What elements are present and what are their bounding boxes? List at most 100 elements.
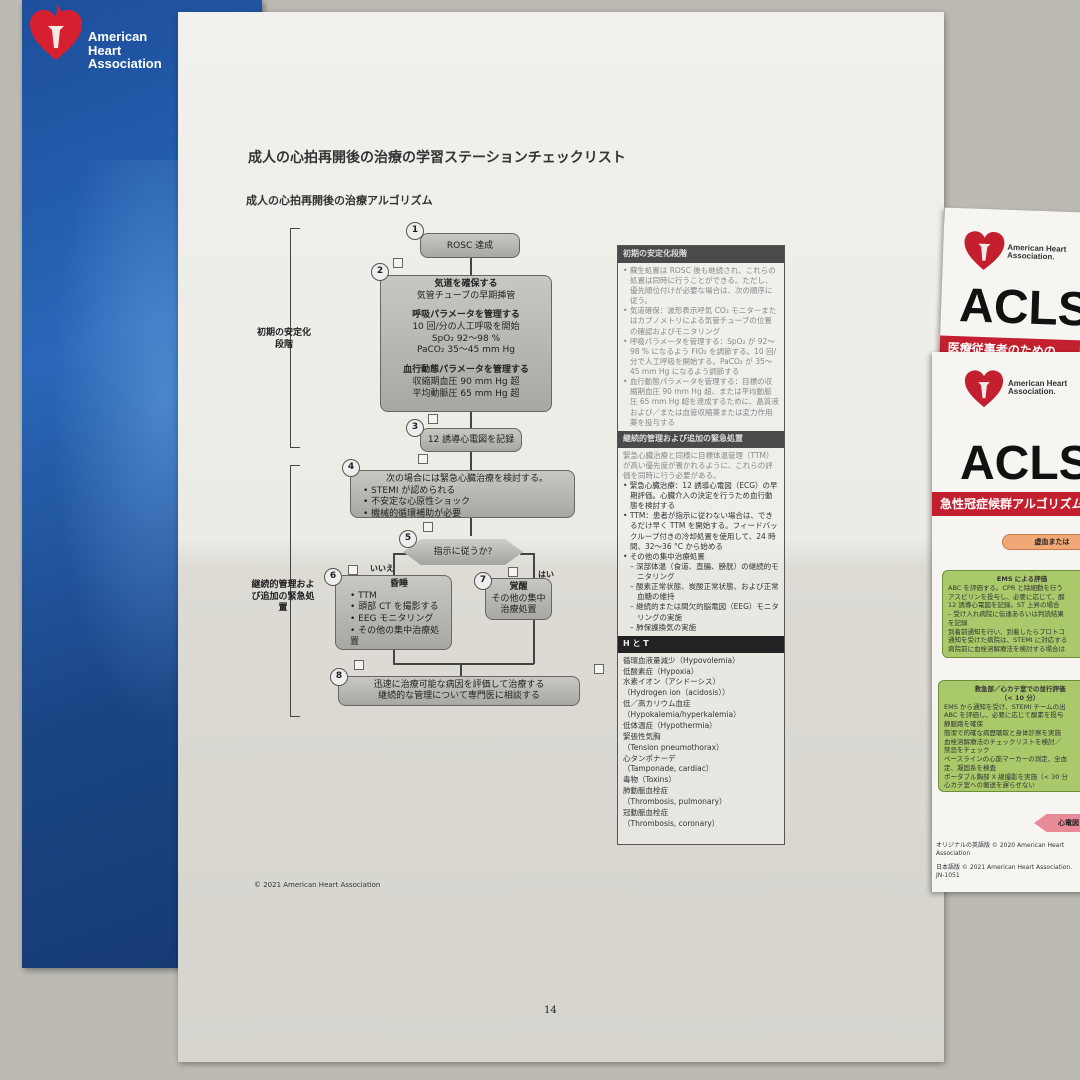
step-8-evaluate-consult-box: 迅速に治療可能な病因を評価して治療する 継続的な管理について専門医に相談する [338, 676, 580, 706]
initial-stabilization-header: 初期の安定化段階 [618, 246, 784, 263]
ems-assessment-box: EMS による評価 ABC を評価する。CPR と除細動を行うアスピリンを投与し… [942, 570, 1080, 658]
booklet-copyright-original: オリジナルの英語版 © 2020 American Heart Associat… [936, 842, 1065, 857]
initial-phase-label: 初期の安定化段階 [256, 328, 311, 350]
aha-logo-text: American Heart Association. [1008, 379, 1068, 397]
h-and-t-item: （Tamponade, cardiac） [623, 764, 714, 774]
ems-item: アスピリンを投与し、必要に応じて、酸 [948, 592, 1065, 601]
algorithm-title: 成人の心拍再開後の治療アルゴリズム [246, 194, 433, 207]
ed-box-title: 救急部／心カテ室での並行評価 [974, 685, 1066, 693]
comatose-action-item: EEG モニタリング [350, 614, 448, 626]
step-4-criteria-list: STEMI が認められる不安定な心原性ショック機械的循環補助が必要 [363, 486, 571, 521]
h-and-t-item: （Tension pneumothorax） [623, 742, 724, 752]
acls-booklet-back: American Heart Association. ACLS 医療従事者のた… [939, 207, 1080, 363]
acls-title: ACLS [960, 437, 1080, 490]
step-7-awake-box: 覚醒 その他の集中治療処置 [485, 578, 552, 620]
initial-stabilization-list: 蘇生処置は ROSC 後も継続され、これらの処置は同時に行うことができる。ただし… [623, 266, 779, 428]
step-6-number: 6 [324, 568, 342, 586]
ed-item: 静脈路を確保 [944, 720, 983, 729]
h-and-t-item: 水素イオン（アシドーシス） [623, 677, 721, 687]
connector-line [533, 620, 535, 664]
acls-acs-algorithm-booklet: American Heart Association. ACLS 急性冠症候群ア… [932, 352, 1080, 892]
ed-item: 定、凝固系を検査 [944, 763, 996, 772]
connector-line [520, 553, 534, 555]
awake-text: その他の集中治療処置 [491, 593, 546, 616]
h-and-t-list: 循環血液量減少（Hypovolemia）低酸素症（Hypoxia）水素イオン（ア… [618, 653, 784, 833]
h-and-t-item: 循環血液量減少（Hypovolemia） [623, 655, 740, 665]
step-1-number: 1 [406, 222, 424, 240]
step-8-number: 8 [330, 668, 348, 686]
connector-line [470, 452, 472, 470]
ems-item: 通知を受けた病院は、STEMI に対応する [948, 636, 1068, 645]
ht-checkbox[interactable] [594, 664, 604, 674]
h-and-t-item: （Hypokalemia/hyperkalemia） [623, 710, 741, 720]
ongoing-phase-label: 継続的管理および追加の緊急処置 [251, 580, 315, 614]
comatose-action-item: TTM [350, 591, 448, 603]
ischemia-flow-box: 虚血または [1002, 534, 1080, 550]
h-and-t-item: （Thrombosis, coronary） [623, 818, 720, 828]
ems-item: – 受け入れ病院に伝達あるいは判読結果 [948, 610, 1064, 619]
initial-stabilization-item: 血行動態パラメータを管理する：目標の収縮期血圧 90 mm Hg 超、または平均… [623, 377, 779, 428]
connector-line [460, 663, 462, 676]
respiratory-rate: 10 回/分の人工呼吸を開始 [412, 322, 520, 333]
sbp-target: 収縮期血圧 90 mm Hg 超 [412, 376, 520, 387]
airway-text: 気管チューブの早期挿管 [416, 290, 516, 301]
ed-item: 簡潔で的確な病歴聴取と身体診察を実施 [944, 728, 1061, 737]
ed-item: 血栓溶解療法のチェックリストを検討／ [944, 737, 1061, 746]
ems-box-title: EMS による評価 [996, 575, 1048, 583]
aha-logo-text: American Heart Association. [1006, 242, 1067, 262]
connector-line [470, 412, 472, 428]
connector-line [470, 257, 472, 275]
h-and-t-item: 緊張性気胸 [623, 731, 661, 741]
step-6-checkbox[interactable] [348, 565, 358, 575]
ed-item: EMS から通知を受け、STEMI チームの出 [944, 702, 1066, 711]
comatose-action-item: 頭部 CT を撮影する [350, 602, 448, 614]
airway-heading: 気道を確保する [434, 279, 498, 289]
step-8-checkbox[interactable] [354, 660, 364, 670]
page-number: 14 [544, 1005, 557, 1016]
comatose-heading: 昏睡 [389, 579, 408, 589]
initial-phase-bracket [290, 228, 300, 448]
h-and-t-item: （Hydrogen ion（acidosis）） [623, 688, 730, 698]
awake-heading: 覚醒 [509, 582, 528, 592]
spo2-target: SpO₂ 92～98 % [431, 333, 501, 344]
step-7-number: 7 [474, 572, 492, 590]
step-8-line2: 継続的な管理について専門医に相談する [378, 691, 540, 702]
ongoing-intro: 緊急心臓治療と同様に目標体温管理（TTM）が高い優先度が置かれるように、これらの… [623, 450, 774, 480]
ongoing-phase-bracket [290, 465, 300, 717]
h-and-t-item: 心タンポナーデ [623, 753, 676, 763]
checklist-paper: 成人の心拍再開後の治療の学習ステーションチェックリスト 成人の心拍再開後の治療ア… [178, 12, 944, 1062]
comatose-action-item: その他の集中治療処置 [350, 626, 448, 649]
h-and-t-item: 低体温症（Hypothermia） [623, 720, 717, 730]
h-and-t-item: 毒物（Toxins） [623, 775, 676, 785]
booklet-subtitle-band: 急性冠症候群アルゴリズム [932, 492, 1080, 516]
ongoing-management-item: TTM：患者が指示に従わない場合は、できるだけ早く TTM を開始する。フィード… [623, 511, 779, 552]
ed-item: ベースラインの心筋マーカーの測定、全血 [944, 755, 1068, 764]
step-2-stabilization-box: 気道を確保する 気管チューブの早期挿管 呼吸パラメータを管理する 10 回/分の… [380, 275, 552, 412]
page-title: 成人の心拍再開後の治療の学習ステーションチェックリスト [248, 150, 626, 166]
connector-line [393, 553, 408, 555]
step-4-checkbox[interactable] [418, 454, 428, 464]
yes-branch-label: はい [538, 570, 554, 579]
ed-item: 禁忌をチェック [944, 746, 990, 755]
aha-heart-torch-logo-icon [964, 231, 1005, 270]
step-7-checkbox[interactable] [508, 567, 518, 577]
ems-item: ABC を評価する。CPR と除細動を行う [948, 583, 1063, 592]
ems-item: 12 誘導心電図を記録。ST 上昇の場合 [948, 601, 1060, 610]
initial-stabilization-item: 気道確保：波形表示呼気 CO₂ モニターまたはカプノメトリによる気管チューブの位… [623, 306, 779, 336]
connector-line [393, 650, 395, 664]
h-and-t-item: 肺動脈血栓症 [623, 786, 668, 796]
step-4-number: 4 [342, 459, 360, 477]
step-3-checkbox[interactable] [428, 414, 438, 424]
ongoing-sub-item: 継続的または間欠的脳電図（EEG）モニタリングの実施 [623, 602, 779, 622]
initial-stabilization-item: 呼吸パラメータを管理する：SpO₂ が 92～98 % になるよう FIO₂ を… [623, 337, 779, 378]
h-and-t-item: 低／高カリウム血症 [623, 699, 691, 709]
comatose-actions-list: TTM頭部 CT を撮影するEEG モニタリングその他の集中治療処置 [350, 591, 448, 649]
hemodynamic-heading: 血行動態パラメータを管理する [403, 365, 529, 376]
criteria-item: STEMI が認められる [363, 486, 571, 498]
ed-box-subtitle: （< 10 分） [1000, 693, 1040, 702]
criteria-item: 機械的循環補助が必要 [363, 509, 571, 521]
step-2-checkbox[interactable] [393, 258, 403, 268]
criteria-item: 不安定な心原性ショック [363, 497, 571, 509]
step-5-checkbox[interactable] [423, 522, 433, 532]
